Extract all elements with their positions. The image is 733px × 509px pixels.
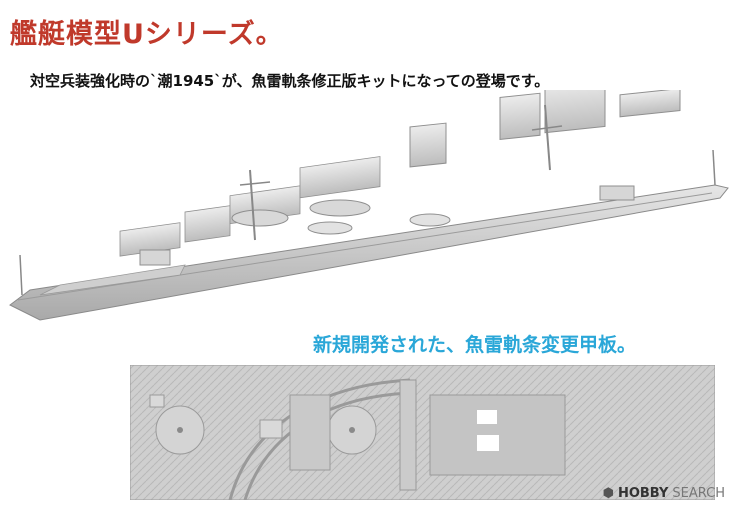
- page-title: 艦艇模型Uシリーズ。: [10, 19, 284, 50]
- deck-caption: 新規開発された、魚雷軌条変更甲板。: [313, 334, 637, 356]
- torpedo-deck-part-image: [130, 365, 715, 500]
- watermark: ⬢ HOBBY SEARCH: [603, 486, 725, 501]
- watermark-brand2: SEARCH: [672, 486, 725, 501]
- product-description: 対空兵装強化時の`潮1945`が、魚雷軌条修正版キットになっての登場です。: [30, 72, 550, 90]
- hobbysearch-logo-icon: ⬢: [602, 486, 614, 501]
- watermark-brand: HOBBY: [617, 486, 669, 501]
- destroyer-model-image: [9, 90, 729, 321]
